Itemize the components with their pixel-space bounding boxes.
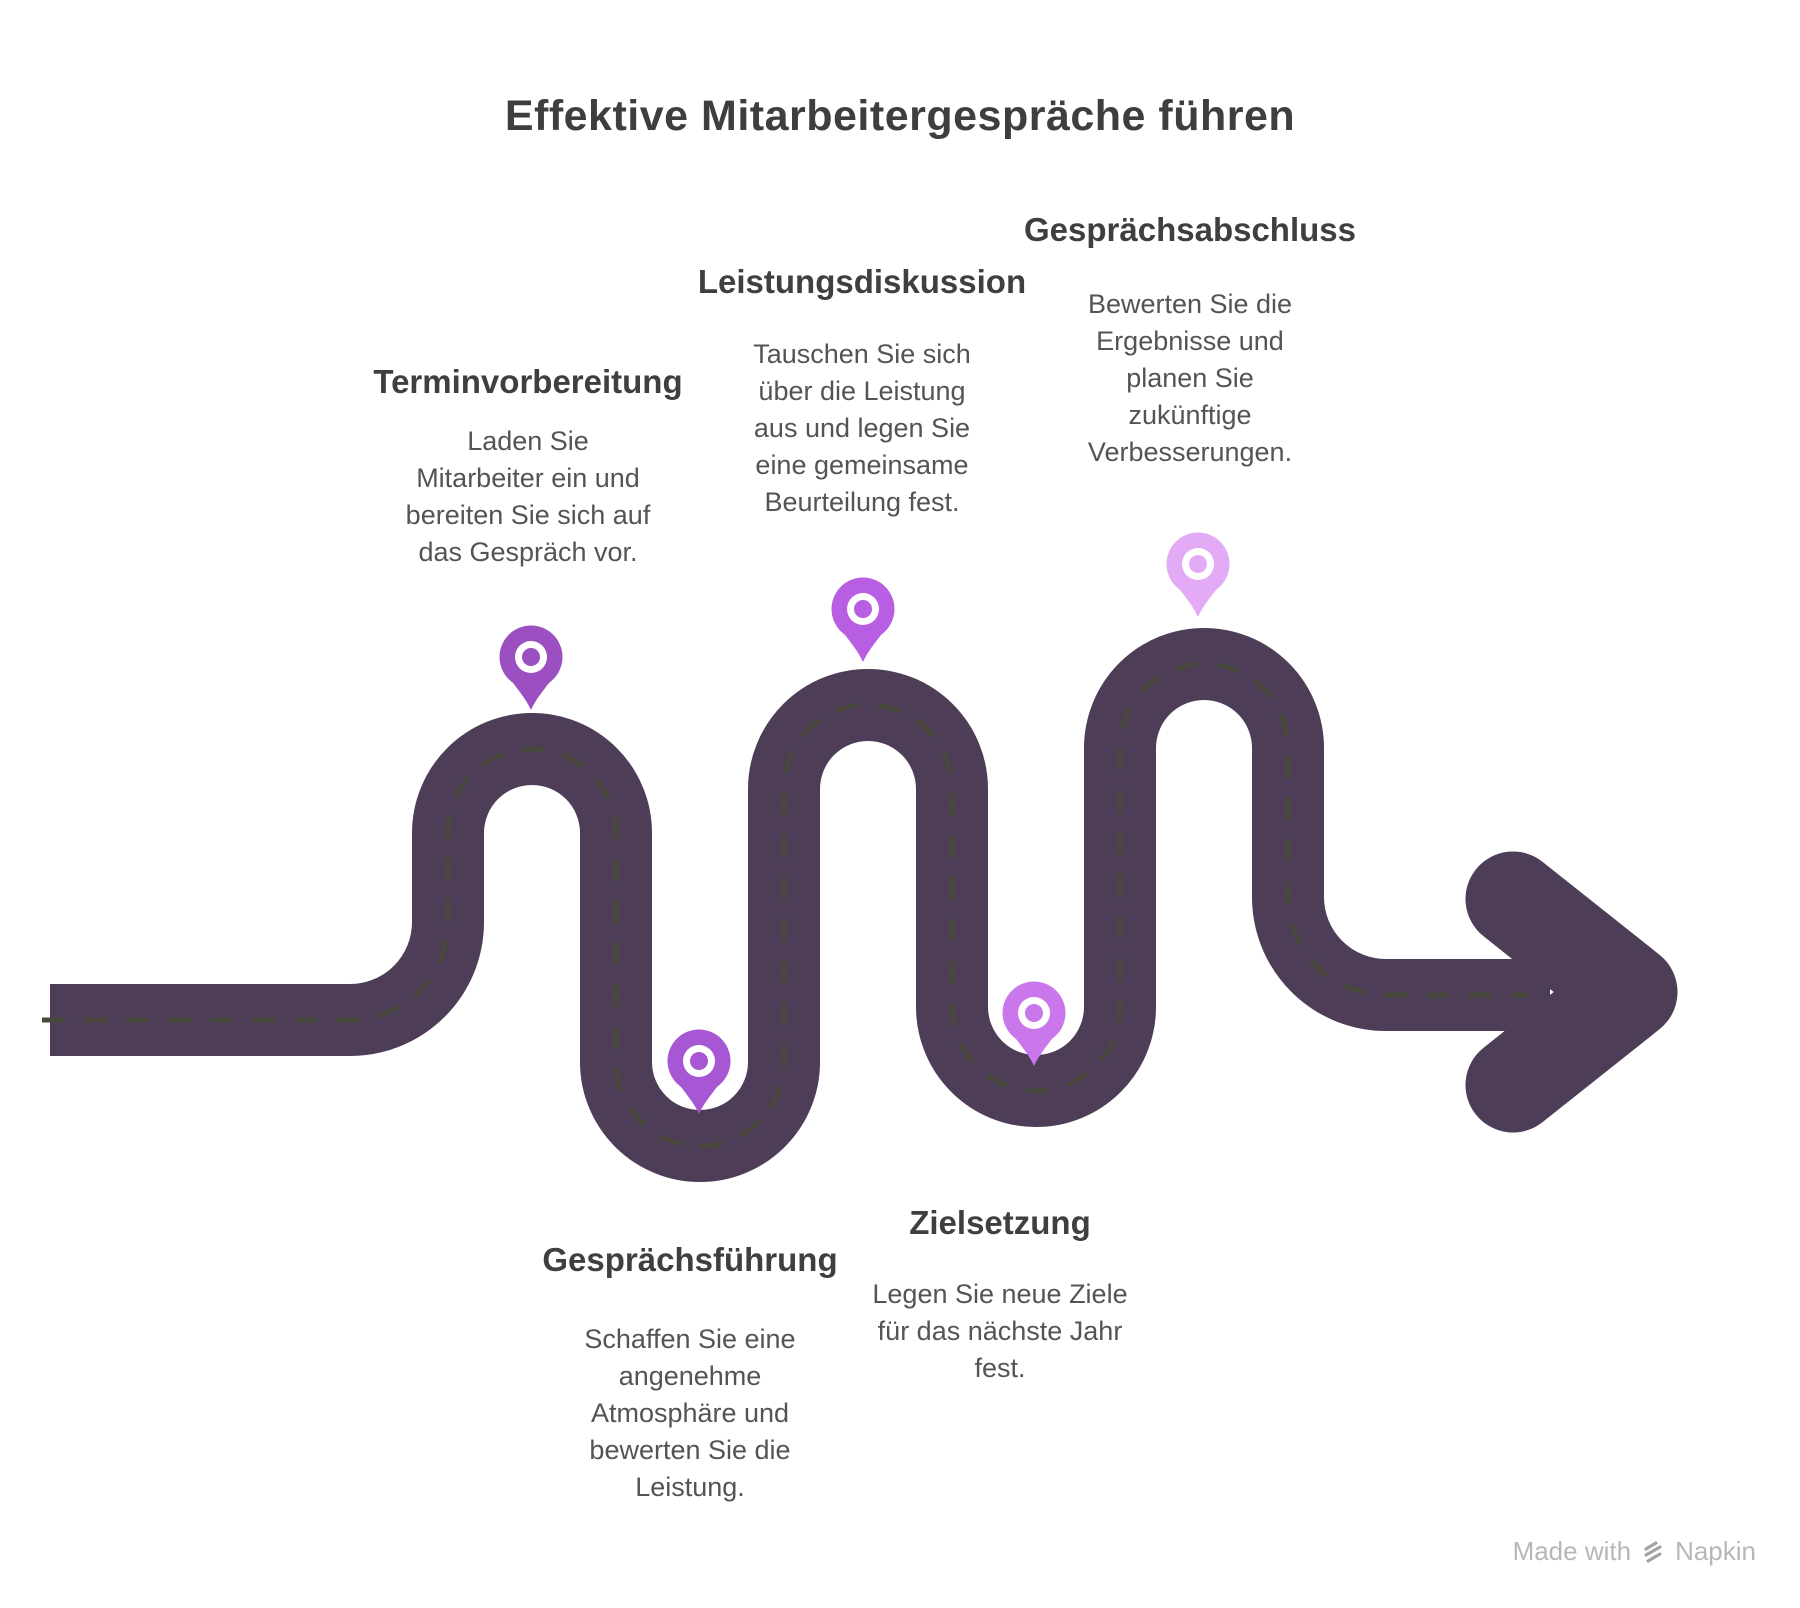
- step-title: Terminvorbereitung: [373, 363, 683, 400]
- watermark-brand: Napkin: [1675, 1536, 1756, 1566]
- step-gespraechsfuehrung: Gesprächsführung Schaffen Sie eine angen…: [500, 1240, 880, 1506]
- pin-dot: [1025, 1004, 1043, 1022]
- step-zielsetzung: Zielsetzung Legen Sie neue Ziele für das…: [810, 1203, 1190, 1387]
- step-description: Tauschen Sie sich über die Leistung aus …: [753, 339, 971, 517]
- step-description: Schaffen Sie eine angenehme Atmosphäre u…: [584, 1324, 796, 1502]
- pin-dot: [1189, 555, 1207, 573]
- road-centerline: [42, 661, 1528, 1149]
- step-title: Gesprächsführung: [542, 1241, 838, 1278]
- map-pin-icon: [667, 1029, 731, 1114]
- map-pin-icon: [1002, 981, 1066, 1066]
- step-title: Zielsetzung: [909, 1204, 1091, 1241]
- page-title: Effektive Mitarbeitergespräche führen: [504, 92, 1296, 140]
- step-description: Laden Sie Mitarbeiter ein und bereiten S…: [405, 426, 651, 567]
- step-terminvorbereitung: Terminvorbereitung Laden Sie Mitarbeiter…: [338, 362, 718, 571]
- step-gespraechsabschluss: Gesprächsabschluss Bewerten Sie die Erge…: [1000, 210, 1380, 471]
- step-leistungsdiskussion: Leistungsdiskussion Tauschen Sie sich üb…: [672, 262, 1052, 521]
- map-pin-icon: [831, 577, 895, 662]
- map-pin-icon: [499, 625, 563, 710]
- pin-dot: [690, 1052, 708, 1070]
- step-description: Bewerten Sie die Ergebnisse und planen S…: [1087, 289, 1293, 467]
- watermark: Made with Napkin: [1513, 1536, 1756, 1567]
- step-description: Legen Sie neue Ziele für das nächste Jah…: [872, 1279, 1128, 1383]
- step-title: Gesprächsabschluss: [1024, 211, 1356, 248]
- arrow-head-icon: [1465, 851, 1678, 1133]
- map-pin-icon: [1166, 532, 1230, 617]
- step-title: Leistungsdiskussion: [697, 263, 1027, 300]
- road-path: [50, 628, 1550, 1182]
- watermark-prefix: Made with: [1512, 1536, 1632, 1566]
- pin-dot: [854, 600, 872, 618]
- napkin-logo-icon: [1644, 1540, 1662, 1563]
- pin-dot: [522, 648, 540, 666]
